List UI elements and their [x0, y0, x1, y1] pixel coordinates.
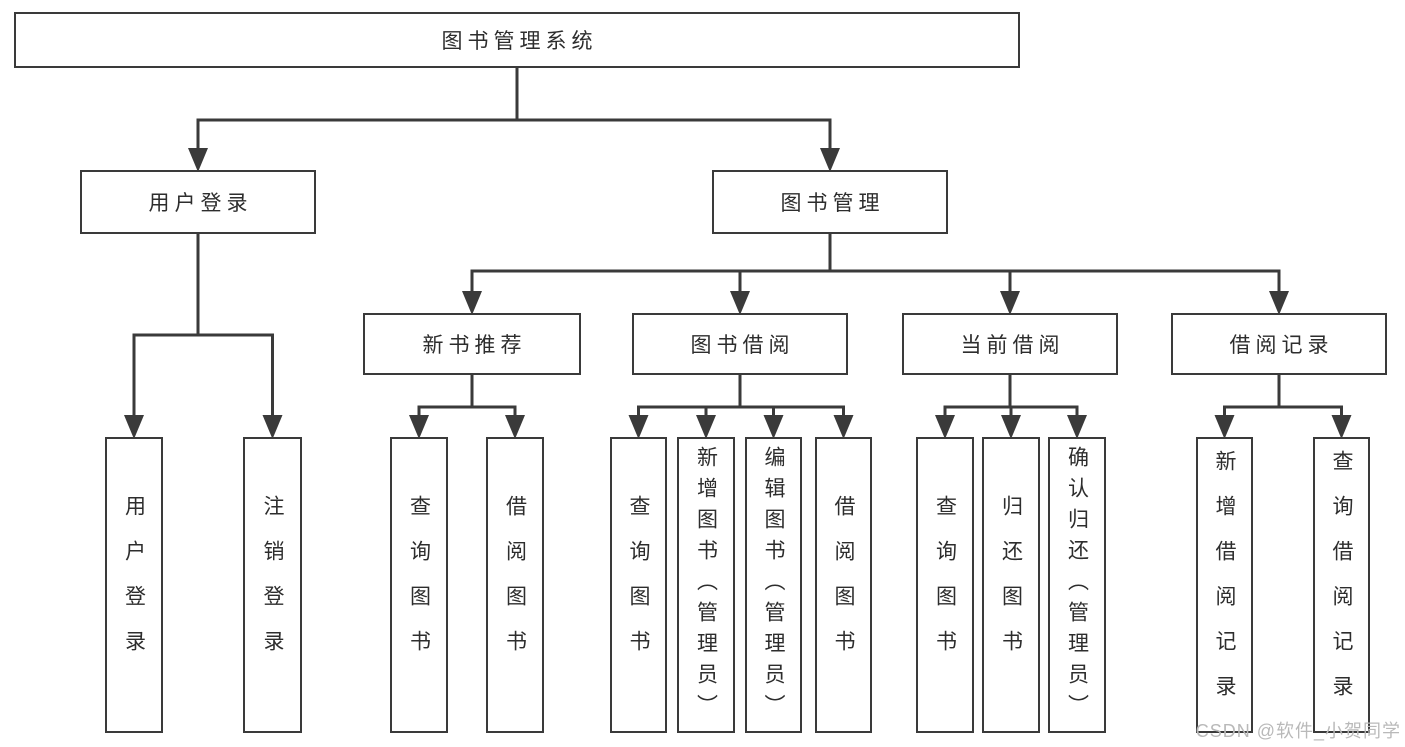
node-login: 用户登录 — [105, 437, 163, 733]
node-label-rec-query: 查询图书 — [407, 495, 431, 675]
node-borrow-records: 借阅记录 — [1171, 313, 1387, 375]
node-bb-query: 查询图书 — [610, 437, 667, 733]
node-book-mgmt: 图书管理 — [712, 170, 948, 234]
node-bb-edit: 编辑图书（管理员） — [745, 437, 802, 733]
node-root: 图书管理系统 — [14, 12, 1020, 68]
node-cb-return: 归还图书 — [982, 437, 1040, 733]
node-br-add: 新增借阅记录 — [1196, 437, 1253, 733]
node-label-bb-add: 新增图书（管理员） — [694, 445, 718, 725]
node-label-rec-borrow: 借阅图书 — [503, 495, 527, 675]
node-rec-query: 查询图书 — [390, 437, 448, 733]
node-label-root: 图书管理系统 — [441, 30, 598, 53]
node-label-bb-edit: 编辑图书（管理员） — [762, 445, 785, 725]
watermark-text: CSDN @软件_小贺同学 — [1195, 721, 1401, 741]
node-cb-confirm: 确认归还（管理员） — [1048, 437, 1106, 733]
node-rec-borrow: 借阅图书 — [486, 437, 544, 733]
node-label-user-login: 用户登录 — [148, 192, 253, 215]
node-label-br-query: 查询借阅记录 — [1330, 450, 1353, 720]
node-label-bb-query: 查询图书 — [627, 495, 650, 675]
node-bb-add: 新增图书（管理员） — [677, 437, 735, 733]
node-book-borrow: 图书借阅 — [632, 313, 848, 375]
node-bb-borrow: 借阅图书 — [815, 437, 872, 733]
node-label-cb-confirm: 确认归还（管理员） — [1065, 445, 1089, 725]
node-label-bb-borrow: 借阅图书 — [832, 495, 855, 675]
node-cb-query: 查询图书 — [916, 437, 974, 733]
node-new-book-rec: 新书推荐 — [363, 313, 581, 375]
node-label-cb-return: 归还图书 — [999, 495, 1023, 675]
node-label-new-book-rec: 新书推荐 — [422, 334, 527, 357]
node-label-cb-query: 查询图书 — [933, 495, 957, 675]
node-label-current-borrow: 当前借阅 — [960, 334, 1065, 357]
node-logout: 注销登录 — [243, 437, 302, 733]
node-label-logout: 注销登录 — [261, 495, 284, 675]
node-label-borrow-records: 借阅记录 — [1229, 334, 1334, 357]
node-current-borrow: 当前借阅 — [902, 313, 1118, 375]
node-label-br-add: 新增借阅记录 — [1213, 450, 1236, 720]
node-br-query: 查询借阅记录 — [1313, 437, 1370, 733]
node-user-login: 用户登录 — [80, 170, 316, 234]
node-label-login: 用户登录 — [122, 495, 146, 675]
node-label-book-borrow: 图书借阅 — [690, 334, 795, 357]
node-label-book-mgmt: 图书管理 — [780, 192, 885, 215]
